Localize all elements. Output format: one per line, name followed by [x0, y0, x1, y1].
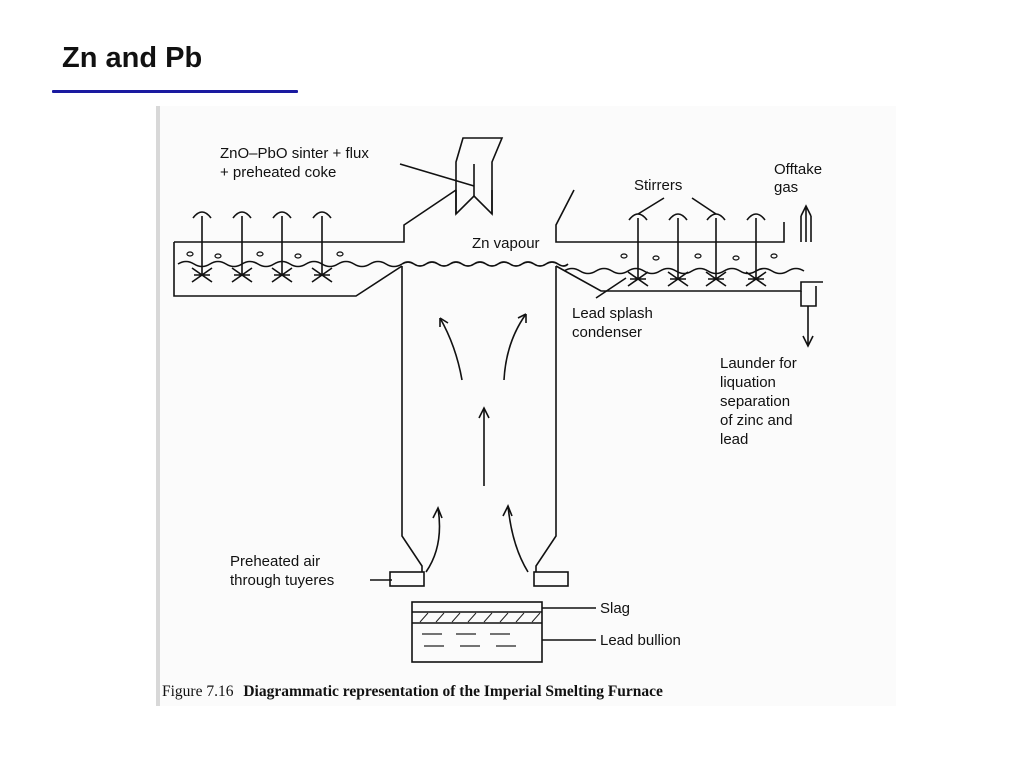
launder-label-line2: liquation: [720, 374, 776, 391]
hopper-neck: [455, 190, 493, 214]
lead-bullion-label: Lead bullion: [600, 632, 681, 649]
charge-leader: [399, 163, 475, 187]
stirrers-label: Stirrers: [634, 177, 682, 194]
air-label-line2: through tuyeres: [230, 572, 334, 589]
launder-label-line3: separation: [720, 393, 790, 410]
stirrer-leader-left: [637, 197, 665, 215]
scan-edge: [156, 106, 160, 706]
stirrer-icon: [745, 213, 767, 287]
offtake-label-line1: Offtake: [774, 161, 822, 178]
gas-flow-arrows: [425, 204, 814, 573]
stirrer-group-right: [627, 213, 767, 287]
left-lead-bath: [177, 260, 403, 268]
stirrer-leader-right: [691, 197, 717, 215]
left-tuyere: [389, 571, 425, 587]
offtake-label-line2: gas: [774, 179, 798, 196]
flow-arrow-icon: [800, 204, 812, 242]
launder-label-line1: Launder for: [720, 355, 797, 372]
condenser-leader: [595, 277, 627, 299]
furnace-outline: [173, 137, 823, 663]
top-hopper: [455, 137, 504, 216]
figure-caption: Figure 7.16 Diagrammatic representation …: [162, 683, 663, 700]
slag-hatch: [419, 612, 541, 623]
stirrer-icon: [627, 213, 649, 287]
stirrer-group-left: [191, 211, 333, 283]
hearth: [411, 601, 543, 663]
stirrer-icon: [191, 211, 213, 283]
bullion-dashes: [422, 633, 516, 647]
condenser-label-line1: Lead splash: [572, 305, 653, 322]
stirrer-icon: [231, 211, 253, 283]
caption-number: Figure 7.16: [162, 683, 234, 700]
charge-label-line2: + preheated coke: [220, 164, 336, 181]
slag-label: Slag: [600, 600, 630, 617]
vapour-surface: [401, 261, 569, 267]
zn-vapour-label: Zn vapour: [472, 235, 540, 252]
stirrer-icon: [271, 211, 293, 283]
leader-lines: [370, 163, 717, 641]
flow-arrow-icon: [425, 507, 441, 573]
air-label-line1: Preheated air: [230, 553, 320, 570]
slide-title: Zn and Pb: [62, 42, 203, 74]
stirrer-icon: [311, 211, 333, 283]
launder-outlet: [800, 286, 817, 307]
stirrer-icon: [667, 213, 689, 287]
launder-label-line5: lead: [720, 431, 748, 448]
flow-arrow-icon: [507, 505, 529, 573]
condenser-label-line2: condenser: [572, 324, 642, 341]
charge-label-line1: ZnO–PbO sinter + flux: [220, 145, 369, 162]
left-condenser-body: [173, 242, 403, 297]
launder-label-line4: of zinc and: [720, 412, 793, 429]
flow-arrow-icon: [439, 317, 463, 381]
right-tuyere: [533, 571, 569, 587]
splash-droplets: [186, 251, 778, 261]
shaft-left-wall: [401, 266, 423, 572]
furnace-diagram: ZnO–PbO sinter + flux + preheated coke Z…: [156, 106, 823, 706]
flow-arrow-icon: [802, 306, 814, 348]
stirrer-icon: [705, 213, 727, 287]
caption-text: Diagrammatic representation of the Imper…: [243, 683, 663, 700]
flow-arrow-icon: [503, 313, 527, 381]
right-lead-bath: [563, 267, 805, 275]
title-underline: [52, 90, 298, 93]
right-condenser-body: [555, 265, 823, 292]
furnace-figure: ZnO–PbO sinter + flux + preheated coke Z…: [156, 106, 896, 706]
right-condenser-top: [555, 189, 785, 243]
left-condenser-top: [174, 189, 457, 243]
shaft-right-wall: [535, 266, 557, 572]
